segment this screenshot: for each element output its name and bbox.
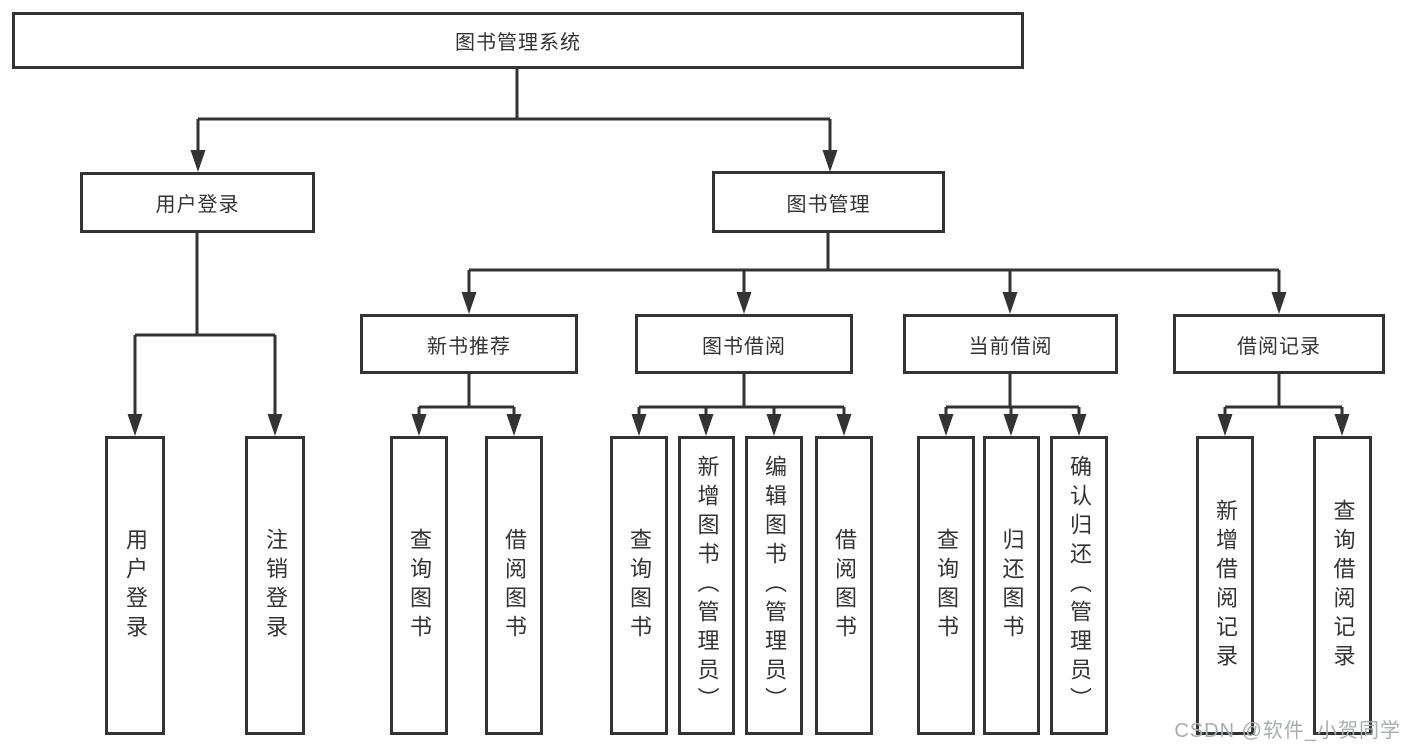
diagram-node-label: 新增图书（管理员） [694,455,720,716]
diagram-node-root: 图书管理系统 [12,12,1024,69]
arrowhead-icon [1002,292,1018,314]
arrowhead-icon [766,414,782,436]
watermark-text: CSDN @软件_小贺同学 [1174,720,1401,742]
diagram-node-label: 图书借阅 [702,335,786,358]
diagram-node-leaf-query-borrow-record: 查询借阅记录 [1313,436,1372,735]
diagram-node-label: 查询借阅记录 [1330,498,1356,673]
arrowhead-icon [1003,414,1019,436]
diagram-node-label: 借阅图书 [832,527,857,644]
diagram-node-label: 编辑图书（管理员） [762,455,787,716]
diagram-node-label: 借阅记录 [1237,335,1321,358]
diagram-node-label: 当前借阅 [968,335,1053,358]
diagram-node-label: 借阅图书 [502,527,527,644]
diagram-node-label: 新书推荐 [427,335,511,358]
diagram-node-label: 用户登录 [123,527,148,644]
diagram-node-current-borrow: 当前借阅 [903,314,1118,374]
diagram-node-leaf-add-borrow-record: 新增借阅记录 [1196,436,1254,735]
diagram-node-leaf-return-book: 归还图书 [983,436,1040,735]
arrowhead-icon [698,414,714,436]
arrowhead-icon [267,414,283,436]
diagram-node-borrow-records: 借阅记录 [1173,314,1385,374]
arrowhead-icon [836,414,852,436]
diagram-node-label: 查询图书 [407,527,432,644]
arrowhead-icon [190,150,206,172]
diagram-node-label: 确认归还（管理员） [1067,455,1092,716]
arrowhead-icon [1271,292,1287,314]
diagram-node-book-borrow: 图书借阅 [635,314,853,374]
diagram-node-leaf-confirm-return: 确认归还（管理员） [1050,436,1108,735]
diagram-node-label: 图书管理 [786,193,871,216]
arrowhead-icon [461,292,477,314]
arrowhead-icon [822,150,838,172]
arrowhead-icon [127,414,143,436]
arrowhead-icon [1217,414,1233,436]
diagram-node-label: 新增借阅记录 [1213,498,1238,673]
diagram-node-book-mgmt: 图书管理 [712,171,945,233]
diagram-node-leaf-borrow-book-2: 借阅图书 [815,436,873,735]
diagram-node-label: 注销登录 [263,527,288,644]
arrowhead-icon [1334,414,1350,436]
arrowhead-icon [736,292,752,314]
diagram-node-leaf-borrow-book-1: 借阅图书 [485,436,543,735]
diagram-node-label: 查询图书 [934,527,959,644]
diagram-node-label: 用户登录 [155,194,240,216]
diagram-node-leaf-logout: 注销登录 [245,436,305,735]
diagram-node-new-book-rec: 新书推荐 [360,314,578,374]
diagram-node-leaf-edit-book: 编辑图书（管理员） [745,436,803,735]
diagram-node-leaf-query-book-1: 查询图书 [390,436,448,735]
arrowhead-icon [938,414,954,436]
diagram-node-label: 图书管理系统 [455,32,581,54]
diagram-node-user-login: 用户登录 [80,172,315,233]
diagram-node-leaf-query-book-3: 查询图书 [917,436,975,735]
arrowhead-icon [1071,414,1087,436]
diagram-node-label: 查询图书 [627,527,652,644]
arrowhead-icon [631,414,647,436]
arrowhead-icon [506,414,522,436]
arrowhead-icon [411,414,427,436]
diagram-node-leaf-add-book: 新增图书（管理员） [678,436,735,735]
diagram-node-leaf-user-login: 用户登录 [105,436,165,735]
diagram-node-leaf-query-book-2: 查询图书 [610,436,668,735]
diagram-node-label: 归还图书 [999,527,1025,644]
